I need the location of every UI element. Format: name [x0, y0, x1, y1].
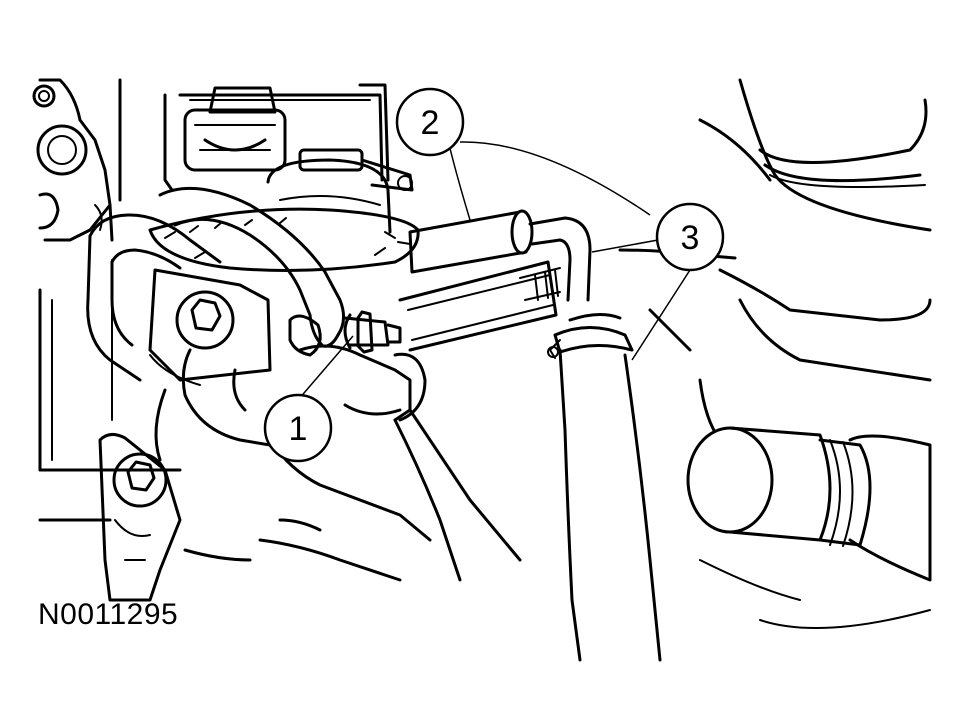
valve-body [148, 83, 420, 272]
lower-bracket [98, 433, 182, 602]
callout-2: 2 [395, 87, 651, 221]
intake-duct [154, 344, 522, 582]
engine-block [32, 78, 182, 522]
coolant-hose [547, 313, 662, 662]
callout-3-circle [655, 202, 725, 272]
callout-1: 1 [263, 335, 354, 463]
right-cylinder-fitting [686, 426, 932, 629]
callout-2-label: 2 [421, 104, 440, 142]
callout-2-circle [395, 87, 465, 157]
callout-1-circle [263, 393, 333, 463]
callout-3-label: 3 [681, 219, 700, 257]
callout-1-label: 1 [289, 410, 308, 448]
bracket-plate [398, 260, 561, 352]
callout-3: 3 [591, 202, 725, 361]
mounting-flange [148, 268, 272, 386]
sensor-fitting [288, 310, 402, 357]
figure-reference-code: N0011295 [38, 598, 179, 631]
left-hose [86, 213, 222, 382]
metal-tube [408, 209, 592, 302]
